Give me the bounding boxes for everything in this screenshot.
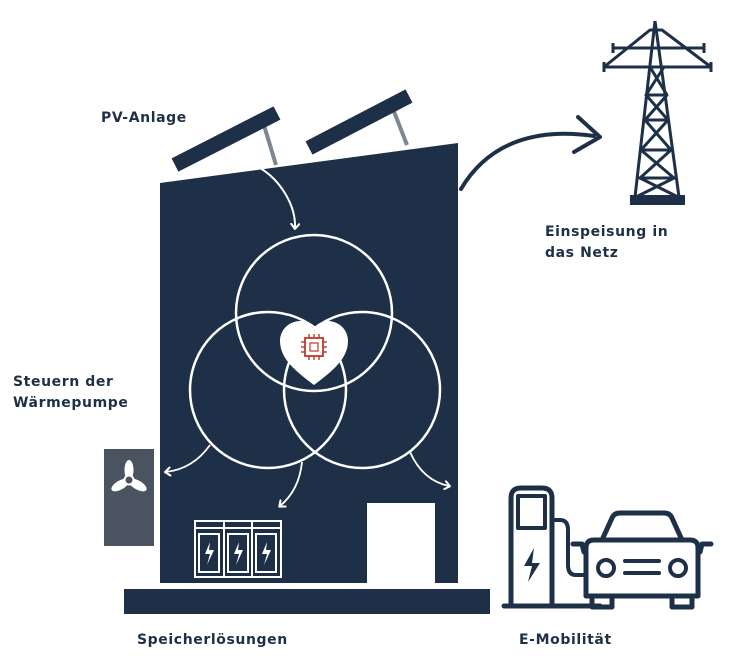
storage-label-text: Speicherlösungen: [137, 632, 288, 648]
battery-storage-icon: [194, 520, 282, 578]
grid-feed-label-line-2: das Netz: [545, 245, 619, 261]
solar-panel-icon: [305, 89, 413, 155]
house-door: [367, 503, 435, 583]
heatpump-flow-arrow: [164, 444, 211, 477]
ground-base: [124, 589, 490, 614]
solar-flow-arrow: [259, 167, 301, 230]
charging-station-icon: [501, 485, 603, 609]
heatpump-label: Steuern der Wärmepumpe: [13, 372, 128, 414]
fan-icon: [111, 460, 147, 492]
electricity-pylon-icon: [602, 20, 713, 199]
pv-label: PV-Anlage: [101, 108, 187, 129]
grid-feed-label: Einspeisung in das Netz: [545, 222, 668, 264]
grid-feed-label-line-1: Einspeisung in: [545, 224, 669, 240]
storage-flow-arrow: [278, 461, 303, 508]
emobility-label-text: E-Mobilität: [519, 632, 612, 648]
grid-flow-arrow: [459, 115, 602, 191]
venn-circles: [188, 233, 442, 470]
storage-label: Speicherlösungen: [137, 630, 288, 651]
heart-chip-icon: [280, 321, 348, 385]
heatpump-label-line-1: Steuern der: [13, 374, 114, 390]
pylon-base: [630, 195, 685, 205]
car-icon: [570, 510, 714, 610]
emobility-label: E-Mobilität: [519, 630, 612, 651]
heatpump-label-line-2: Wärmepumpe: [13, 395, 129, 411]
emobility-flow-arrow: [409, 451, 451, 491]
pv-label-text: PV-Anlage: [101, 110, 187, 126]
heatpump-unit: [104, 449, 154, 546]
solar-panel-icon: [171, 106, 281, 172]
